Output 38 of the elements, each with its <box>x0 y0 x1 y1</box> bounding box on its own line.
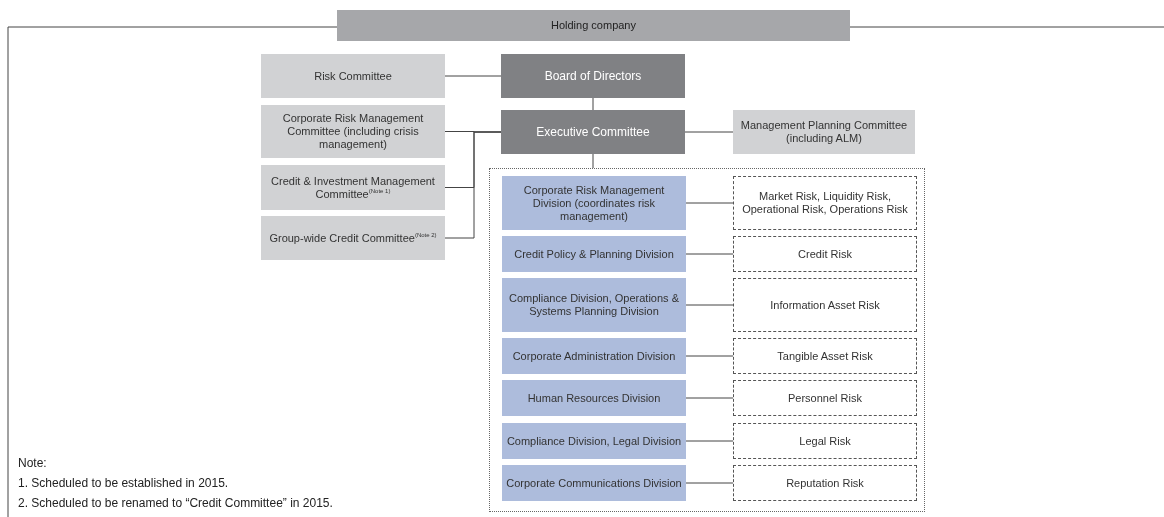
risk-box: Credit Risk <box>733 236 917 272</box>
risk-box: Information Asset Risk <box>733 278 917 332</box>
risk-box: Market Risk, Liquidity Risk, Operational Risk, Operations Risk <box>733 176 917 230</box>
division-box: Credit Policy & Planning Division <box>502 236 686 272</box>
committee-box: Corporate Risk Management Committee (including crisis management) <box>261 105 445 158</box>
risk-box: Reputation Risk <box>733 465 917 501</box>
risk-box: Legal Risk <box>733 423 917 459</box>
division-box: Compliance Division, Legal Division <box>502 423 686 459</box>
connector-line <box>685 253 734 255</box>
note-text: 2. Scheduled to be renamed to “Credit Committee” in 2015. <box>18 496 333 510</box>
connector-line <box>444 131 502 239</box>
connector-line <box>685 440 734 442</box>
connector-line <box>685 355 734 357</box>
note-heading: Note: <box>18 456 47 470</box>
board-box: Board of Directors <box>501 54 685 98</box>
connector-line <box>592 153 594 169</box>
division-box: Corporate Administration Division <box>502 338 686 374</box>
committee-box: Credit & Investment Management Committee$^{(Note 1)}$ <box>261 165 445 210</box>
connector-line <box>684 131 734 133</box>
division-box: Corporate Communications Division <box>502 465 686 501</box>
committee-box: Management Planning Committee (including ALM) <box>733 110 915 154</box>
connector-line <box>444 75 502 77</box>
dotted-group-frame <box>489 168 925 512</box>
committee-box: Group-wide Credit Committee$^{(Note 2)}$ <box>261 216 445 260</box>
connector-line <box>685 482 734 484</box>
division-box: Human Resources Division <box>502 380 686 416</box>
header-box: Holding company <box>337 10 850 41</box>
risk-box: Tangible Asset Risk <box>733 338 917 374</box>
division-box: Compliance Division, Operations & Systems Planning Division <box>502 278 686 332</box>
connector-line <box>685 202 734 204</box>
note-text: 1. Scheduled to be established in 2015. <box>18 476 229 490</box>
connector-line <box>685 397 734 399</box>
connector-line <box>685 304 734 306</box>
division-box: Corporate Risk Management Division (coordinates risk management) <box>502 176 686 230</box>
connector-line <box>592 97 594 111</box>
committee-box: Risk Committee <box>261 54 445 98</box>
risk-box: Personnel Risk <box>733 380 917 416</box>
committee-box: Executive Committee <box>501 110 685 154</box>
